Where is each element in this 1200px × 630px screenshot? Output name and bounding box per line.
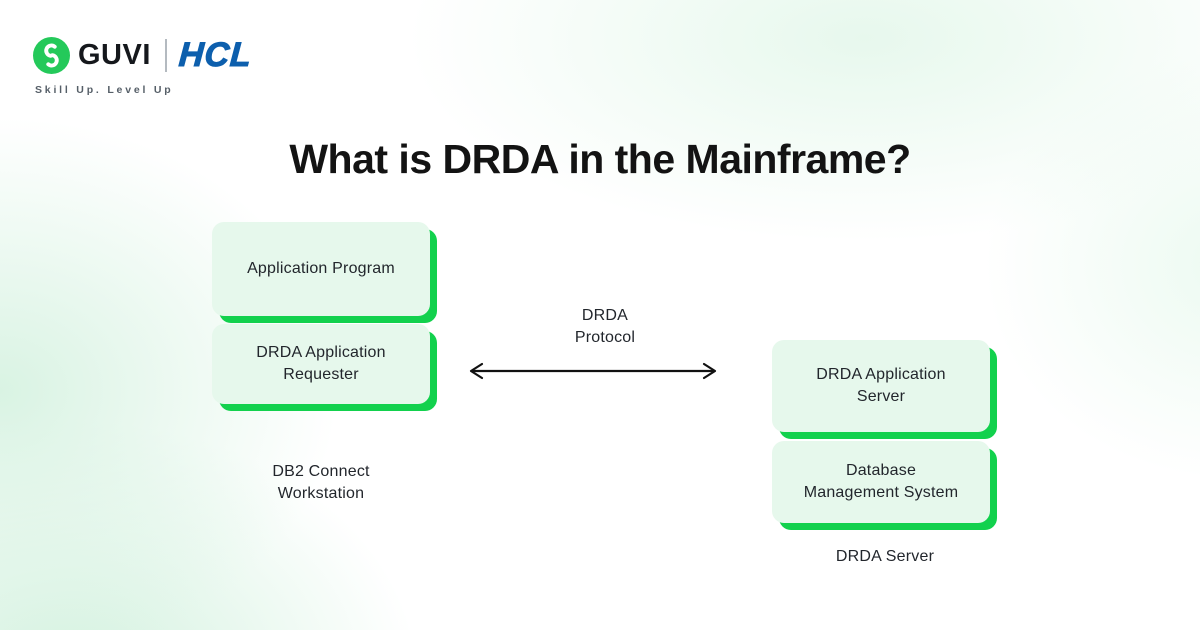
guvi-wordmark: GUVI	[78, 39, 151, 71]
box-label: DRDA Application Server	[816, 365, 946, 405]
connector-label: DRDA Protocol	[574, 307, 636, 346]
brand-tagline: Skill Up. Level Up	[35, 84, 174, 96]
box-application-program: Application Program	[212, 222, 430, 316]
page-title: What is DRDA in the Mainframe?	[289, 136, 911, 182]
caption-db2-connect-workstation: DB2 Connect Workstation	[272, 463, 370, 502]
hcl-wordmark: HCL	[177, 35, 254, 74]
box-drda-application-server: DRDA Application Server	[772, 340, 990, 432]
brand-header: GUVI HCL Skill Up. Level Up	[33, 35, 254, 96]
guvi-logo-icon	[33, 37, 70, 74]
box-database-management-system: Database Management System	[772, 441, 990, 523]
caption-drda-server: DRDA Server	[835, 548, 935, 565]
brand-logo-row: GUVI HCL	[33, 35, 254, 75]
box-label: Database Management System	[803, 461, 959, 501]
brand-divider	[164, 39, 167, 72]
box-label: Application Program	[247, 259, 395, 277]
bidirectional-arrow-icon	[469, 362, 717, 380]
box-drda-application-requester: DRDA Application Requester	[212, 324, 430, 404]
box-label: DRDA Application Requester	[256, 343, 386, 383]
